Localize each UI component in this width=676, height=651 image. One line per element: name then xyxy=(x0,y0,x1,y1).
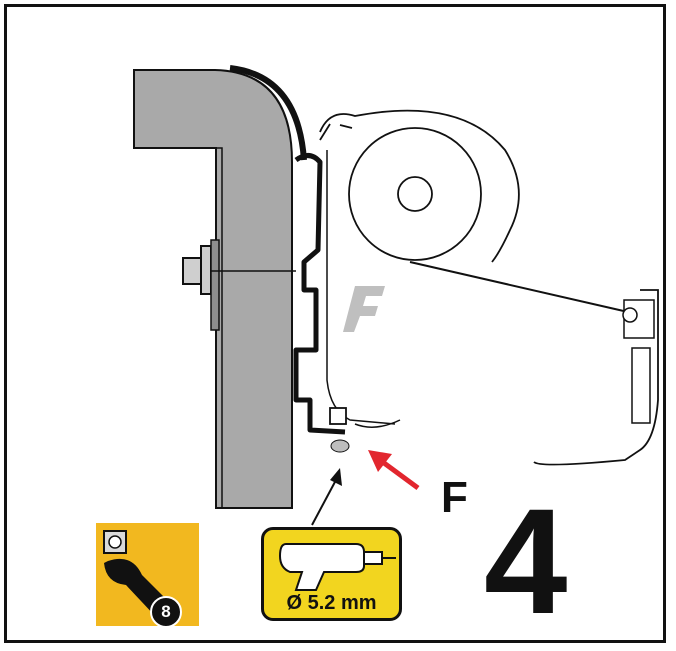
awning-case xyxy=(319,109,520,263)
wrench-badge xyxy=(96,523,199,626)
adapter-rail xyxy=(293,153,346,435)
screw-head xyxy=(330,439,350,453)
drill-pointer-line xyxy=(311,479,337,526)
front-bar xyxy=(533,289,659,466)
bolt-washer xyxy=(200,245,212,295)
fabric-line xyxy=(409,261,629,313)
diagram-frame xyxy=(4,4,666,643)
callout-label-f: F xyxy=(441,473,468,522)
drill-pointer-head xyxy=(330,468,342,486)
bolt-head xyxy=(182,257,202,285)
drill-bit-label: Ø 5.2 mm xyxy=(286,592,377,614)
drill-icon xyxy=(278,543,396,591)
step-number: 4 xyxy=(484,477,568,645)
bracket-inner-edge xyxy=(216,147,223,508)
wrench-size-label: 8 xyxy=(150,596,182,628)
wrench-icon xyxy=(103,530,177,624)
f45-logo-glyph xyxy=(343,286,385,332)
roller-axle xyxy=(397,176,433,212)
screw-nut xyxy=(329,407,347,425)
bolt-plate xyxy=(210,239,220,331)
wall-bracket xyxy=(133,69,293,509)
red-callout-line xyxy=(378,457,420,491)
red-callout-head xyxy=(368,450,392,472)
rubber-seal xyxy=(229,65,307,161)
drill-badge: Ø 5.2 mm xyxy=(261,527,402,621)
